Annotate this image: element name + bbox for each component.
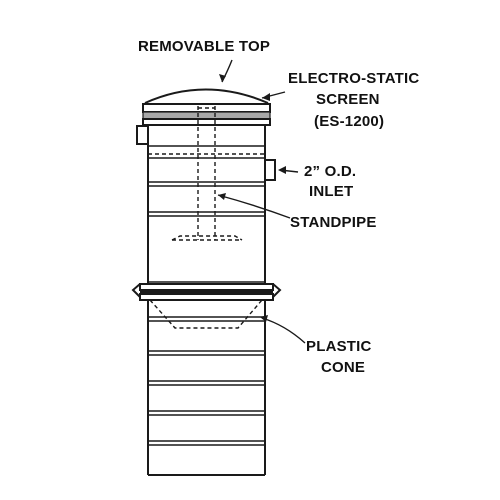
side-outlet-stub <box>136 125 149 145</box>
removable-top-label: REMOVABLE TOP <box>138 38 270 55</box>
cone-label-line1: PLASTIC <box>306 338 372 355</box>
screen-label-line1: ELECTRO-STATIC <box>288 70 419 87</box>
removable-top-dome <box>143 88 270 105</box>
plastic-cone <box>149 299 263 329</box>
leader-arrows <box>217 59 306 344</box>
inlet-stub <box>264 159 276 181</box>
electro-static-screen-band <box>142 103 271 126</box>
cone-label-line2: CONE <box>321 359 365 376</box>
middle-clamp-band <box>131 283 282 301</box>
inlet-label-line1: 2” O.D. <box>304 163 356 180</box>
standpipe-label: STANDPIPE <box>290 214 377 231</box>
screen-label-line2: SCREEN <box>316 91 380 108</box>
lower-cylinder-body <box>147 300 266 476</box>
screen-label-line3: (ES-1200) <box>314 113 384 130</box>
standpipe <box>171 106 243 241</box>
inlet-label-line2: INLET <box>309 183 353 200</box>
upper-cylinder-body <box>147 125 266 284</box>
